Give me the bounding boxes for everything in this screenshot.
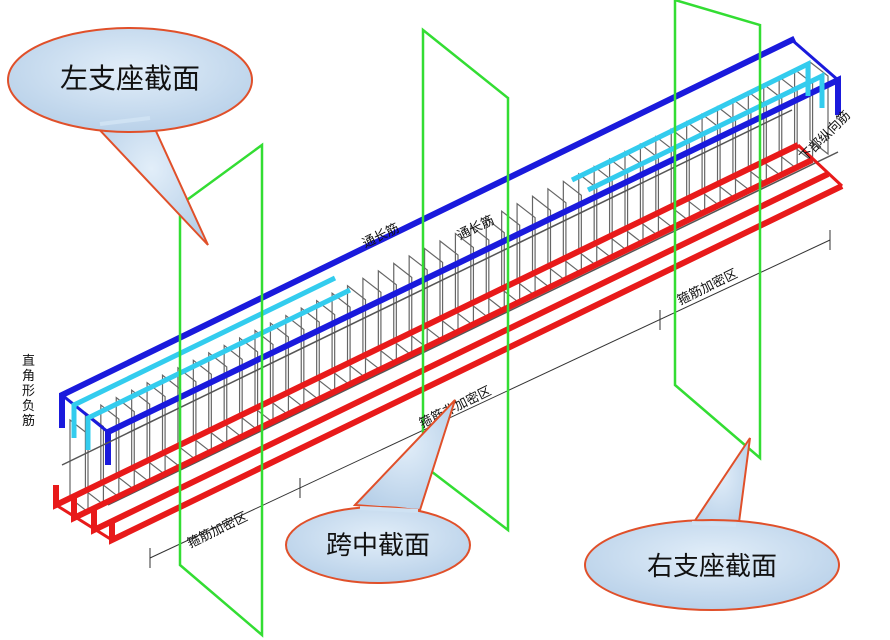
midspan-section-plane <box>421 27 510 533</box>
label-right-angle-negative-rebar: 直角形负筋 <box>22 354 35 429</box>
top-continuous-rebar-2 <box>105 75 841 465</box>
callout-left-support: 左支座截面 <box>7 27 253 246</box>
label-continuous-rebar-2: 通长筋 <box>455 212 497 243</box>
callout-right-support-text: 右支座截面 <box>647 552 777 582</box>
left-negative-rebar-1 <box>71 275 337 438</box>
callout-midspan-text: 跨中截面 <box>326 531 430 561</box>
right-section-plane <box>673 0 762 461</box>
top-continuous-rebars <box>59 35 841 465</box>
label-stirrup-non-dense: 箍筋非加密区 <box>417 383 494 432</box>
callout-right-support: 右支座截面 <box>584 437 840 611</box>
label-stirrup-dense-right: 箍筋加密区 <box>675 266 740 309</box>
right-negative-rebar-1 <box>570 59 811 183</box>
callout-left-support-text: 左支座截面 <box>60 62 200 95</box>
label-bottom-longitudinal: 下部纵向筋 <box>797 108 854 165</box>
section-planes <box>178 0 762 638</box>
bottom-rebars <box>53 142 844 545</box>
left-section-plane <box>178 142 264 638</box>
label-stirrup-dense-left: 箍筋加密区 <box>185 509 250 552</box>
right-angle-negative-rebar-text: 直角形负筋 <box>22 354 35 429</box>
callout-midspan: 跨中截面 <box>285 399 471 584</box>
label-continuous-rebar-1: 通长筋 <box>360 220 402 251</box>
dimension-lines <box>149 230 831 568</box>
beam-cage-edges <box>61 109 839 506</box>
right-negative-rebar-2 <box>586 72 825 193</box>
stirrup <box>809 60 829 156</box>
